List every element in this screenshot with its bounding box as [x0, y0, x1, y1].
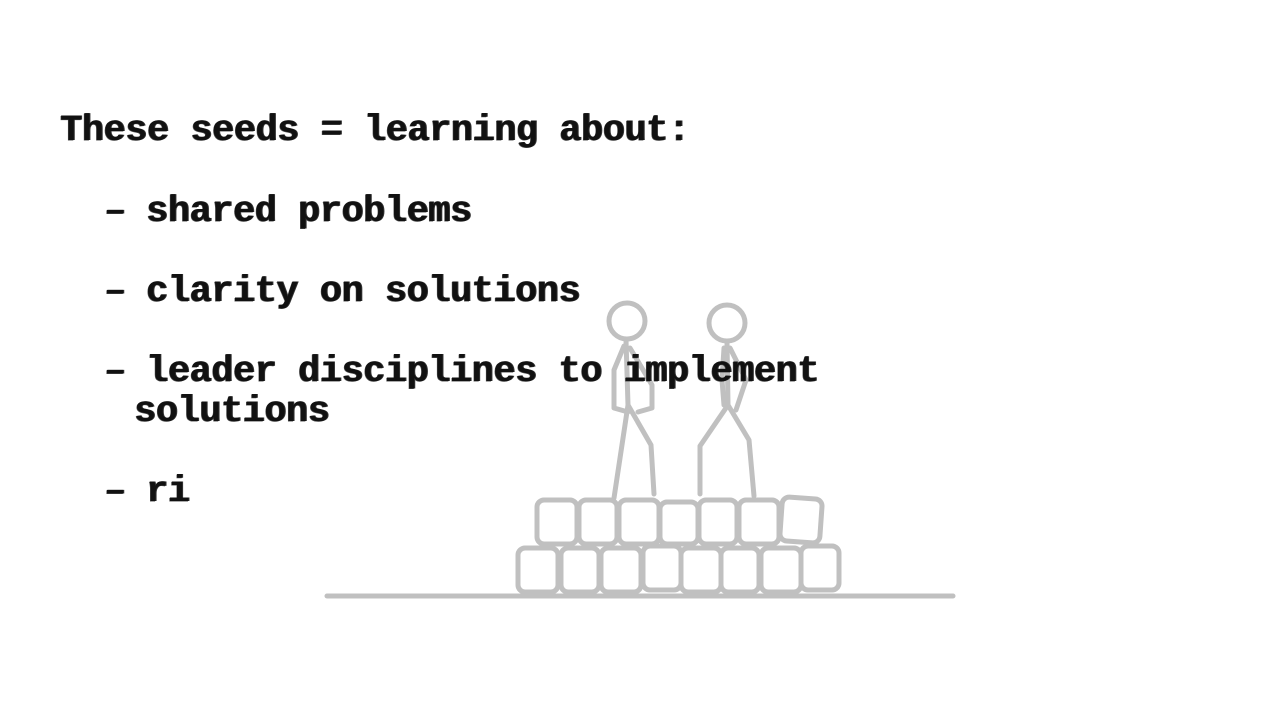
slide-heading: These seeds = learning about:	[60, 110, 690, 152]
bullet-item: –shared problems	[104, 192, 472, 232]
bullet-item: –leader disciplines to implement solutio…	[104, 352, 819, 432]
right-stick-figure	[697, 302, 757, 499]
bullet-dash: –	[104, 351, 126, 393]
bullet-dash: –	[104, 471, 126, 513]
bullet-text: shared problems	[146, 191, 472, 233]
bullet-text: ri	[146, 471, 190, 513]
top-block-row	[534, 494, 825, 547]
bullet-dash: –	[104, 271, 126, 313]
bottom-block-row	[515, 543, 842, 595]
bullet-continuation: solutions	[134, 391, 330, 433]
bullet-text: clarity on solutions	[146, 271, 581, 313]
bullet-item: –ri	[104, 471, 190, 513]
left-stick-figure	[606, 300, 657, 501]
bullet-dash: –	[104, 191, 126, 233]
bullet-text: leader disciplines to implement	[146, 351, 819, 393]
bullet-item: –clarity on solutions	[104, 271, 581, 313]
